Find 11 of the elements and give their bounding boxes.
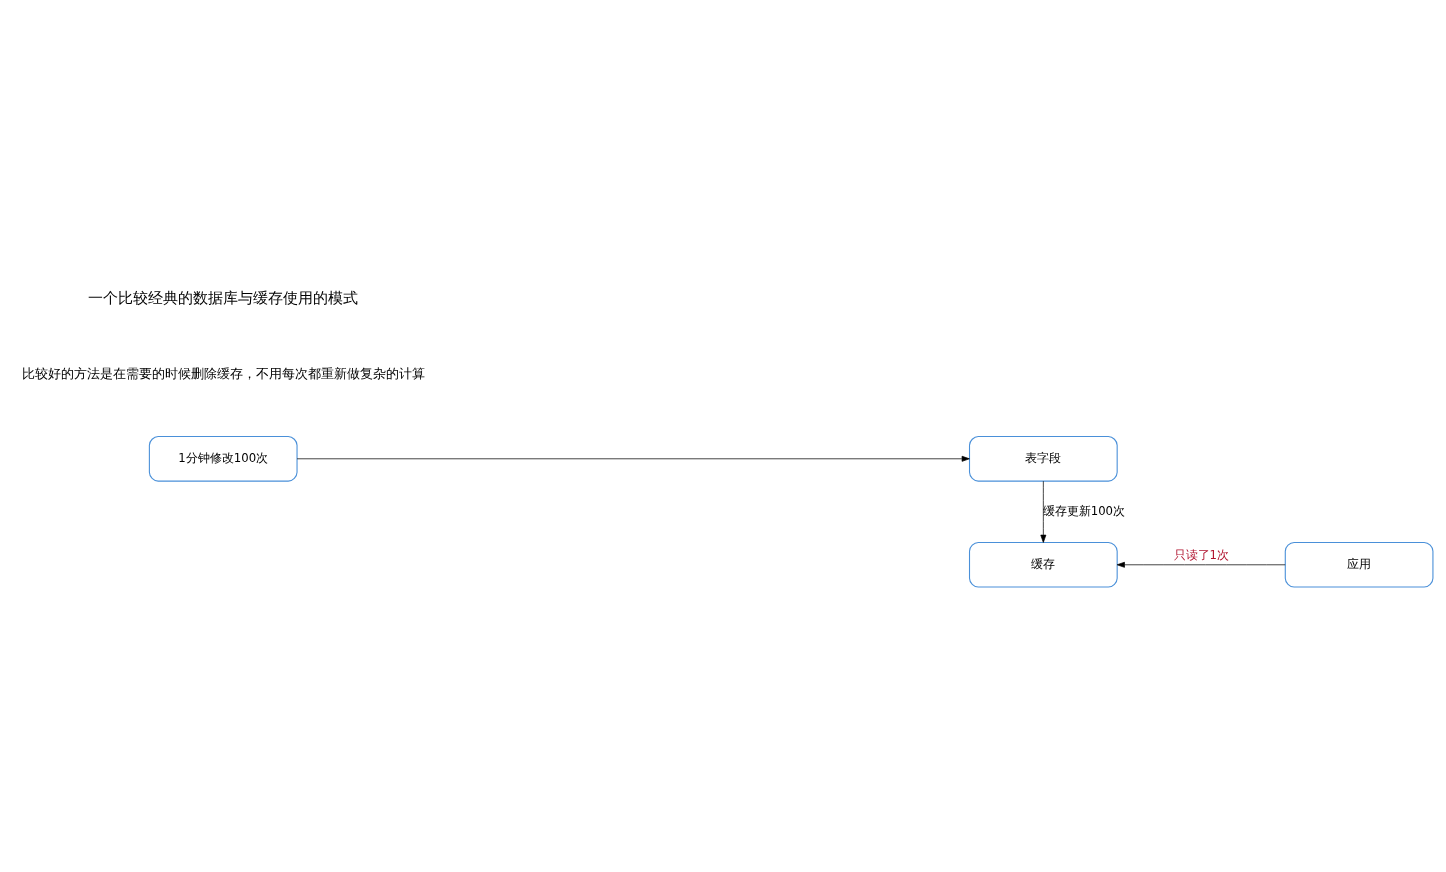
arrow <box>296 455 970 462</box>
label: 比较好的方法是在需要的时候删除缓存，不用每次都重新做复杂的计算 <box>21 365 425 381</box>
node-box: 缓存 <box>968 541 1118 588</box>
node-box: 表字段 <box>968 435 1118 482</box>
label: 一个比较经典的数据库与缓存使用的模式 <box>88 288 359 306</box>
arrow <box>1116 561 1286 568</box>
edge-label: 缓存更新100次 <box>1042 503 1126 518</box>
node-box: 1分钟修改100次 <box>148 435 298 482</box>
node-box: 应用 <box>1284 541 1434 588</box>
arrow <box>1040 480 1047 543</box>
edge-label: 只读了1次 <box>1173 547 1229 562</box>
